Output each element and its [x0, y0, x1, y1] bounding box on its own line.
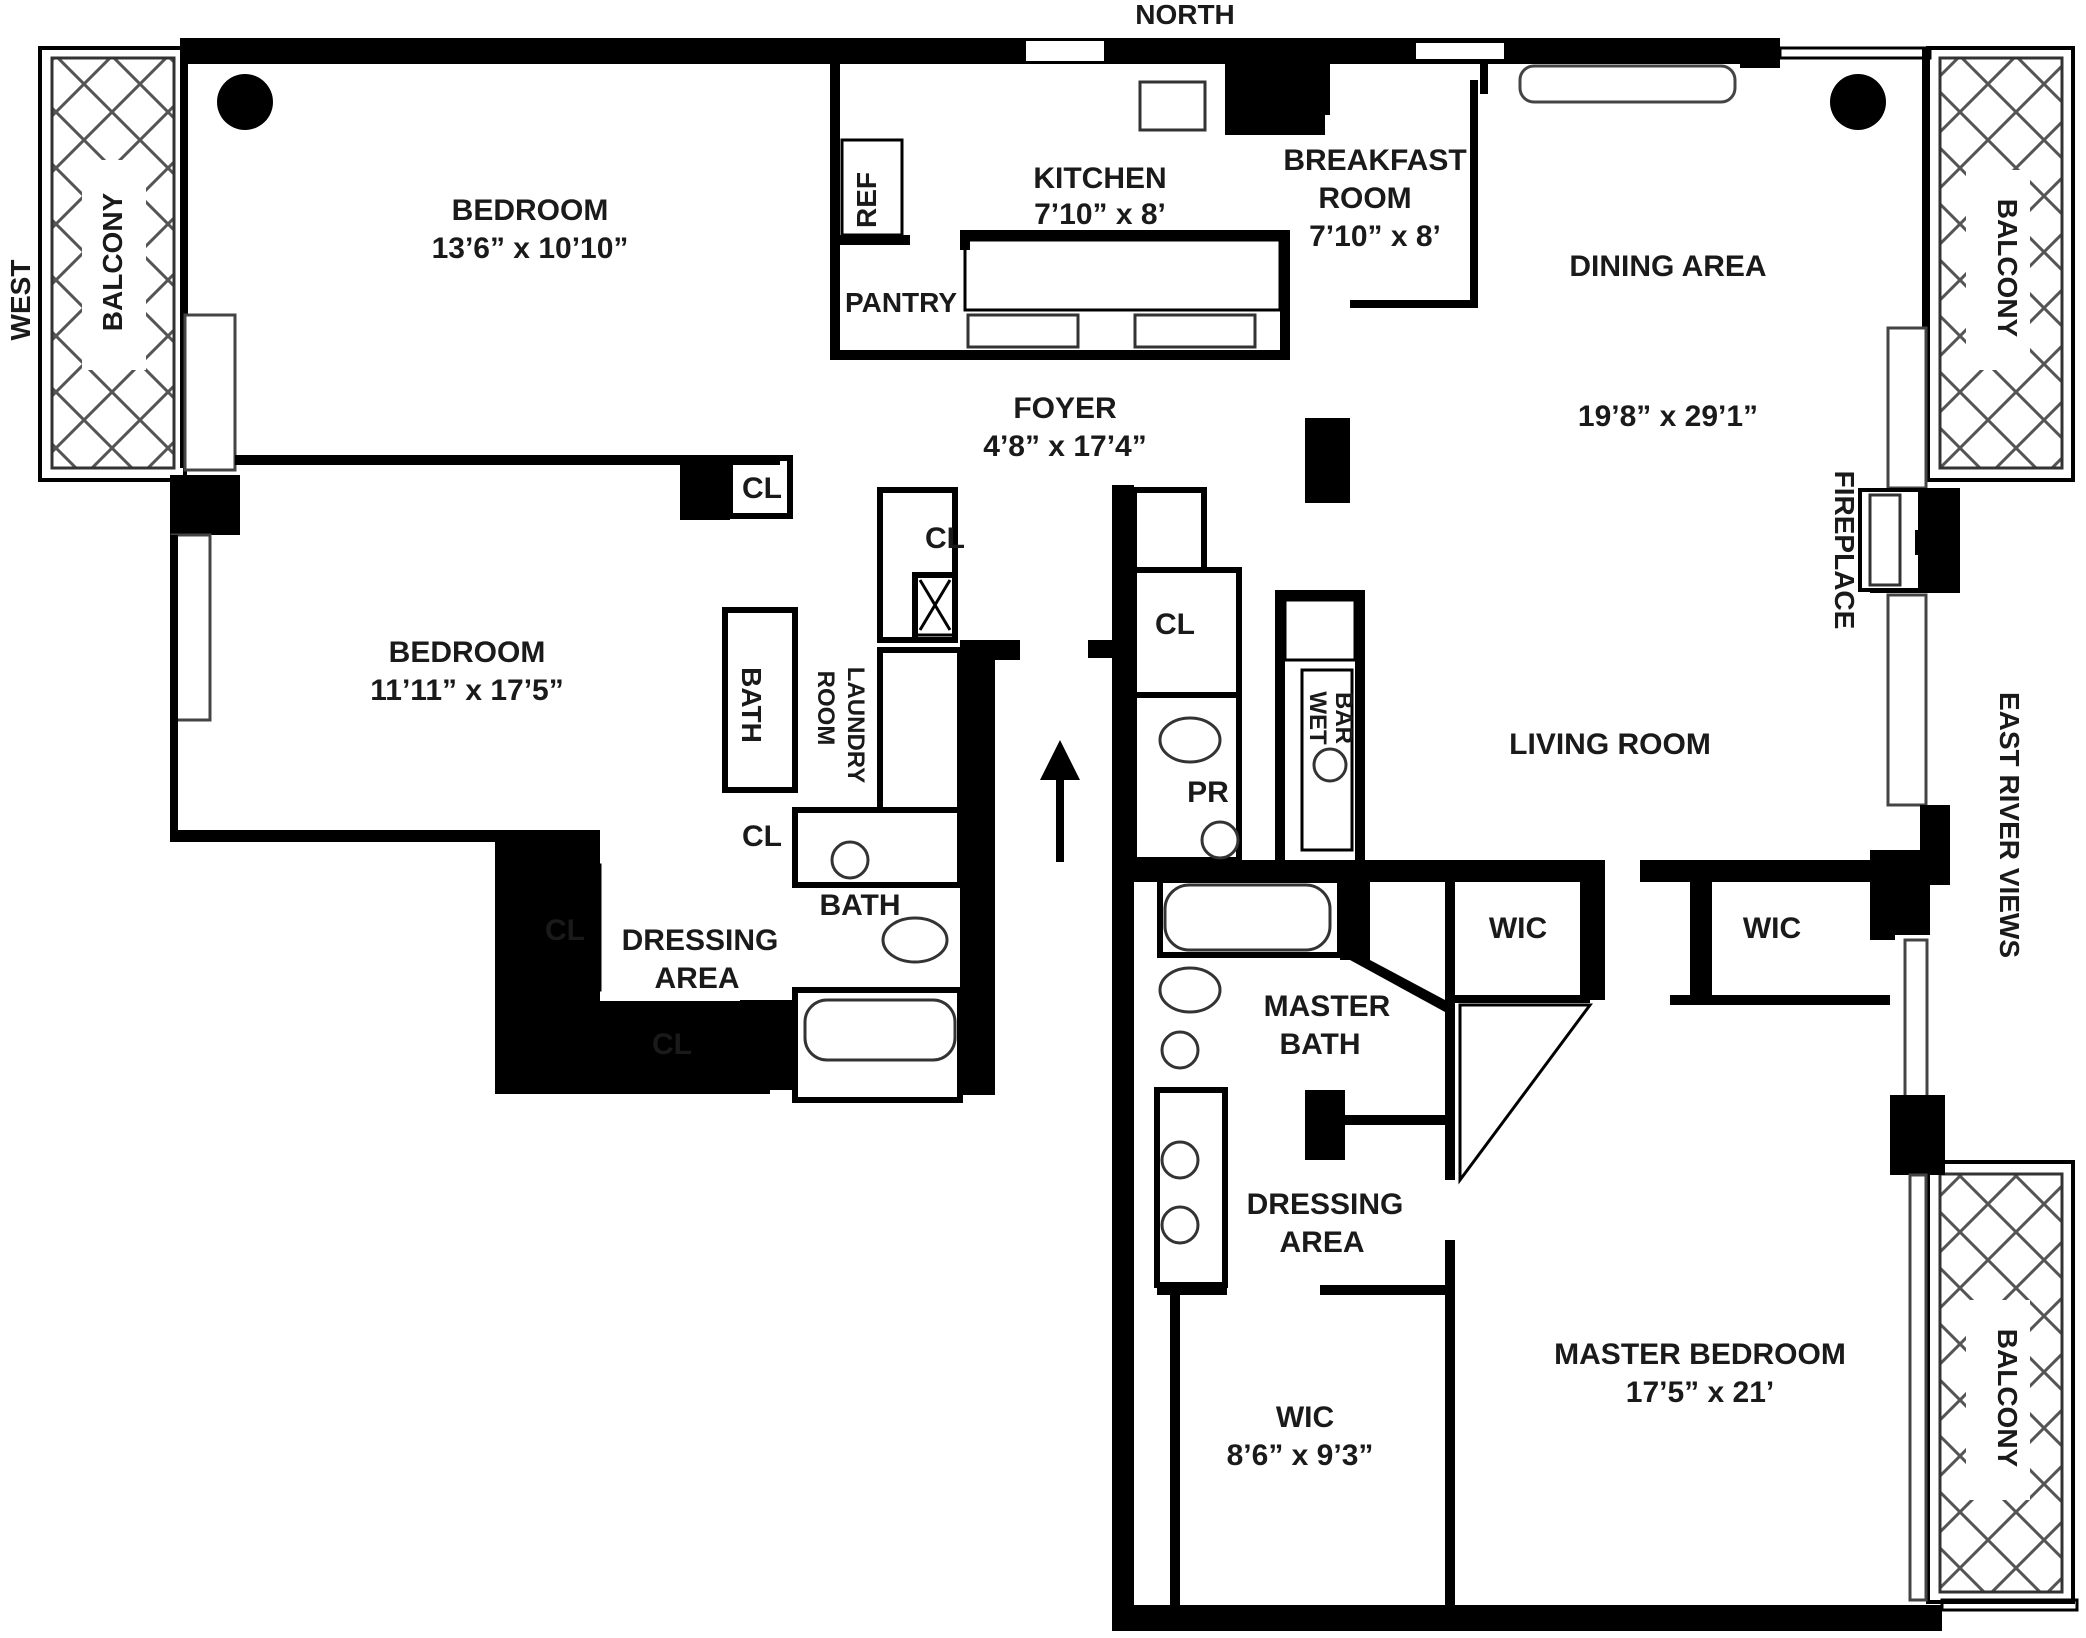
entry-arrow-icon: [1040, 740, 1080, 862]
closet-label-bath: CL: [742, 820, 782, 853]
bedroom-1-name: BEDROOM: [452, 194, 609, 227]
pantry-label: PANTRY: [845, 287, 957, 318]
bath-vertical-label: BATH: [736, 667, 767, 743]
wic-large-name: WIC: [1276, 1401, 1334, 1434]
balcony-east-lower: [1926, 1160, 2075, 1604]
compass-north: NORTH: [1135, 0, 1235, 30]
breakfast-name-2: ROOM: [1318, 182, 1411, 215]
master-bath-name-1: MASTER: [1264, 990, 1391, 1023]
bedroom-2-size: 11’11” x 17’5”: [370, 674, 564, 707]
dressing-2-name-2: AREA: [654, 962, 739, 995]
balcony-west: [38, 46, 187, 482]
living-name: LIVING ROOM: [1509, 728, 1711, 761]
bath-horizontal-label: BATH: [819, 889, 900, 922]
breakfast-name-1: BREAKFAST: [1283, 144, 1466, 177]
wic-2-label: WIC: [1743, 912, 1801, 945]
dressing-master-name-1: DRESSING: [1247, 1188, 1404, 1221]
foyer-name: FOYER: [1013, 392, 1117, 425]
wet-bar-label-1: WET: [1304, 691, 1331, 745]
closet-label-hall: CL: [925, 522, 965, 555]
kitchen-size: 7’10” x 8’: [1034, 198, 1166, 231]
wic-large-size: 8’6” x 9’3”: [1227, 1439, 1374, 1472]
walls: [170, 38, 2079, 1631]
bedroom-1-size: 13’6” x 10’10”: [432, 232, 629, 265]
laundry-label-2: ROOM: [812, 671, 839, 746]
balcony-east-lower-label: BALCONY: [1992, 1329, 2023, 1468]
wic-1-label: WIC: [1489, 912, 1547, 945]
wet-bar-label-2: BAR: [1330, 692, 1357, 744]
dressing-master-name-2: AREA: [1279, 1226, 1364, 1259]
closet-label-bed1: CL: [742, 472, 782, 505]
balcony-east-upper-label: BALCONY: [1992, 199, 2023, 338]
closet-label-dress-1: CL: [545, 914, 585, 947]
laundry-label-1: LAUNDRY: [842, 667, 869, 783]
breakfast-size: 7’10” x 8’: [1309, 220, 1441, 253]
master-bedroom-size: 17’5” x 21’: [1626, 1376, 1774, 1409]
bedroom-2-name: BEDROOM: [389, 636, 546, 669]
dining-name: DINING AREA: [1569, 250, 1766, 283]
fireplace-label: FIREPLACE: [1829, 471, 1860, 630]
dining-size: 19’8” x 29’1”: [1578, 400, 1758, 433]
balcony-west-label: BALCONY: [97, 192, 128, 331]
closet-label-dress-2: CL: [652, 1028, 692, 1061]
pr-label: PR: [1187, 776, 1229, 809]
ref-label: REF: [851, 172, 882, 228]
dressing-2-name-1: DRESSING: [622, 924, 779, 957]
closet-label-foyer: CL: [1155, 608, 1195, 641]
foyer-size: 4’8” x 17’4”: [983, 430, 1146, 463]
balcony-east-upper: [1926, 46, 2075, 482]
master-bath-name-2: BATH: [1279, 1028, 1360, 1061]
fixtures: [217, 74, 1935, 1245]
compass-west: WEST: [5, 260, 36, 341]
kitchen-name: KITCHEN: [1033, 162, 1166, 195]
compass-east: EAST RIVER VIEWS: [1994, 692, 2025, 958]
master-bedroom-name: MASTER BEDROOM: [1554, 1338, 1846, 1371]
